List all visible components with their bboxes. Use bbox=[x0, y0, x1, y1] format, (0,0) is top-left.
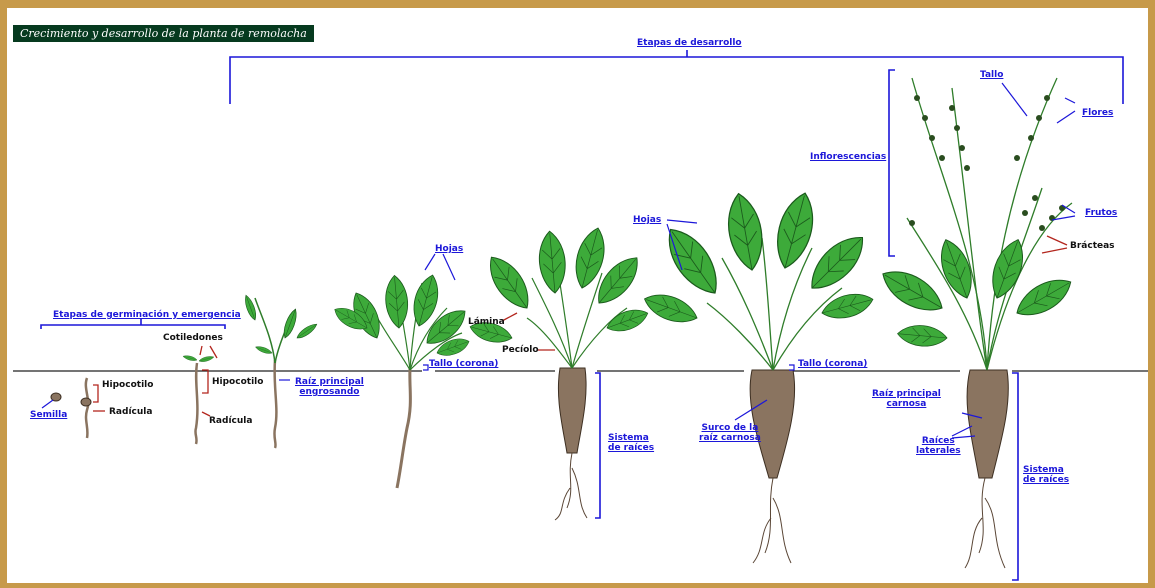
flowering-plant-illustration bbox=[876, 78, 1077, 568]
label-raiz-principal-line2: engrosando bbox=[295, 387, 364, 397]
label-tallo-corona-1[interactable]: Tallo (corona) bbox=[429, 359, 498, 369]
label-raices-line1: Raíces bbox=[916, 436, 961, 446]
inflorescence-bracket bbox=[889, 70, 895, 256]
label-hojas-2[interactable]: Hojas bbox=[633, 215, 661, 225]
label-raiz-carnosa-line1: Raíz principal bbox=[872, 389, 941, 399]
label-sistema-1-line2: de raíces bbox=[608, 443, 654, 453]
label-raices-laterales[interactable]: Raíces laterales bbox=[916, 436, 961, 456]
label-raiz-carnosa-line2: carnosa bbox=[872, 399, 941, 409]
root-system-bracket-1 bbox=[595, 373, 600, 518]
label-sistema-raices-2[interactable]: Sistema de raíces bbox=[1023, 465, 1069, 485]
diagram-illustration bbox=[7, 8, 1148, 583]
label-sistema-1-line1: Sistema bbox=[608, 433, 654, 443]
label-sistema-2-line1: Sistema bbox=[1023, 465, 1069, 475]
diagram-canvas: Crecimiento y desarrollo de la planta de… bbox=[7, 8, 1148, 583]
label-peciolo: Pecíolo bbox=[502, 345, 539, 355]
development-stages-link[interactable]: Etapas de desarrollo bbox=[637, 38, 742, 48]
label-frutos[interactable]: Frutos bbox=[1085, 208, 1117, 218]
label-bracteas: Brácteas bbox=[1070, 241, 1115, 251]
label-sistema-raices-1[interactable]: Sistema de raíces bbox=[608, 433, 654, 453]
label-surco-raiz-carnosa[interactable]: Surco de la raíz carnosa bbox=[699, 423, 761, 443]
expanding-root-plant-illustration bbox=[468, 225, 651, 520]
germination-stages-link[interactable]: Etapas de germinación y emergencia bbox=[53, 310, 241, 320]
label-inflorescencias[interactable]: Inflorescencias bbox=[810, 152, 886, 162]
page-title: Crecimiento y desarrollo de la planta de… bbox=[13, 25, 314, 42]
label-raiz-principal-carnosa[interactable]: Raíz principal carnosa bbox=[872, 389, 941, 409]
label-tallo[interactable]: Tallo bbox=[980, 70, 1003, 80]
label-radicula-1: Radícula bbox=[109, 407, 152, 417]
label-sistema-2-line2: de raíces bbox=[1023, 475, 1069, 485]
label-radicula-2: Radícula bbox=[209, 416, 252, 426]
label-semilla[interactable]: Semilla bbox=[30, 410, 67, 420]
germination-stages-bracket bbox=[41, 319, 225, 329]
label-raiz-principal-engrosando[interactable]: Raíz principal engrosando bbox=[295, 377, 364, 397]
label-raiz-principal-line1: Raíz principal bbox=[295, 377, 364, 387]
label-cotiledones: Cotiledones bbox=[163, 333, 223, 343]
fleshy-root-plant-illustration bbox=[641, 189, 876, 563]
label-lamina: Lámina bbox=[468, 317, 505, 327]
label-surco-line2: raíz carnosa bbox=[699, 433, 761, 443]
cotyledon-seedling-illustration bbox=[182, 346, 217, 444]
label-tallo-corona-2[interactable]: Tallo (corona) bbox=[798, 359, 867, 369]
label-hipocotilo-2: Hipocotilo bbox=[212, 377, 263, 387]
label-surco-line1: Surco de la bbox=[699, 423, 761, 433]
label-flores[interactable]: Flores bbox=[1082, 108, 1113, 118]
label-raices-line2: laterales bbox=[916, 446, 961, 456]
label-hojas-1[interactable]: Hojas bbox=[435, 244, 463, 254]
root-system-bracket-2 bbox=[1012, 373, 1018, 580]
seed-illustration bbox=[42, 393, 61, 408]
label-hipocotilo-1: Hipocotilo bbox=[102, 380, 153, 390]
